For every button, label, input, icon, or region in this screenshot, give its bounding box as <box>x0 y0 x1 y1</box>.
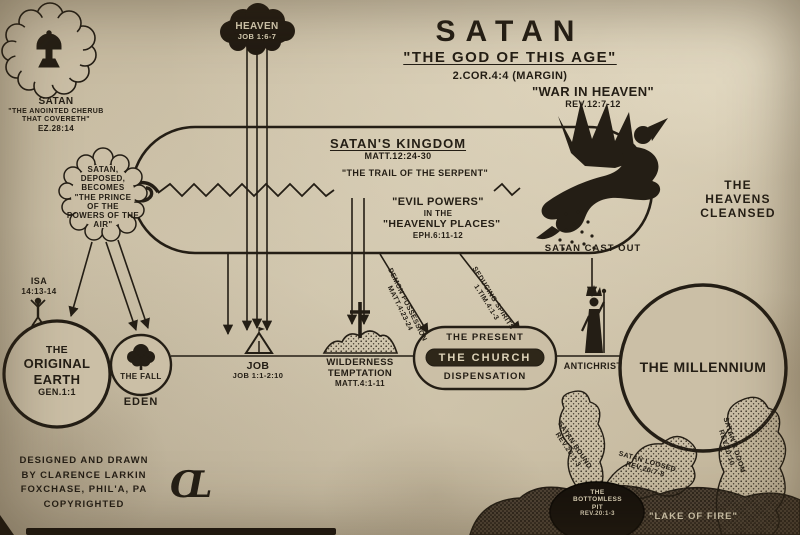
wilderness-label: WILDERNESS TEMPTATION MATT.4:1-11 <box>326 357 394 389</box>
church-band <box>425 348 545 367</box>
antichrist-figure <box>581 285 607 353</box>
war-in-heaven-label: "WAR IN HEAVEN" REV.12:7-12 <box>531 84 655 110</box>
original-earth-label: THE ORIGINAL EARTH GEN.1:1 <box>23 344 91 398</box>
kingdom-title: SATAN'S KINGDOM MATT.12:24-30 <box>329 136 467 162</box>
church-dispensation-label: DISPENSATION <box>443 371 527 382</box>
smoke-columns <box>558 390 787 535</box>
bottomless-pit-shape <box>549 481 645 535</box>
serpent-trail-line <box>157 182 521 198</box>
fall-label: THE FALL <box>120 372 162 381</box>
dragon-icon <box>536 101 668 240</box>
church-label: THE CHURCH <box>438 352 532 364</box>
bottomless-pit-label: THE BOTTOMLESS PIT REV.20:1-3 <box>572 489 623 518</box>
page-title-reference: 2.COR.4:4 (MARGIN) <box>452 70 568 82</box>
original-earth-circle <box>2 319 112 429</box>
satan-cast-out-label: SATAN CAST OUT <box>544 243 642 254</box>
falling-angels-dots <box>550 210 596 251</box>
evil-powers-label: "EVIL POWERS" IN THE "HEAVENLY PLACES" E… <box>383 196 501 240</box>
millennium-label: THE MILLENNIUM <box>639 359 767 375</box>
trail-label: "THE TRAIL OF THE SERPENT" <box>341 168 489 178</box>
scan-corner <box>0 515 14 535</box>
scan-edge <box>26 528 336 535</box>
heaven-cloud-icon <box>220 3 295 55</box>
heaven-cloud-label: HEAVEN JOB 1:6-7 <box>235 21 279 41</box>
throne-icon <box>36 30 62 68</box>
job-label: JOB JOB 1:1-2:10 <box>232 360 284 381</box>
page-title: SATAN <box>435 15 585 48</box>
antichrist-label: ANTICHRIST <box>563 361 623 371</box>
cherub-cloud-icon <box>1 2 97 99</box>
heavens-cleansed-label: THE HEAVENS CLEANSED <box>700 178 776 221</box>
church-present-label: THE PRESENT <box>446 332 524 343</box>
page-subtitle: "THE GOD OF THIS AGE" <box>403 49 617 66</box>
cherub-label: SATAN "THE ANOINTED CHERUB THAT COVERETH… <box>8 96 104 134</box>
credits: DESIGNED AND DRAWN BY CLARENCE LARKIN FO… <box>19 455 149 511</box>
tree-icon <box>127 344 155 370</box>
cross-icon <box>350 302 370 338</box>
prince-of-air-label: SATAN, DEPOSED, BECOMES "THE PRINCE OF T… <box>66 165 140 230</box>
eden-label: EDEN <box>123 396 159 408</box>
larkin-monogram: CL <box>170 464 212 506</box>
isaiah-figure <box>30 297 46 327</box>
isaiah-label: ISA 14:13-14 <box>21 276 57 296</box>
prince-cloud-icon <box>58 147 148 242</box>
lake-of-fire-label: "LAKE OF FIRE" <box>649 511 738 522</box>
tent-icon <box>244 327 274 354</box>
